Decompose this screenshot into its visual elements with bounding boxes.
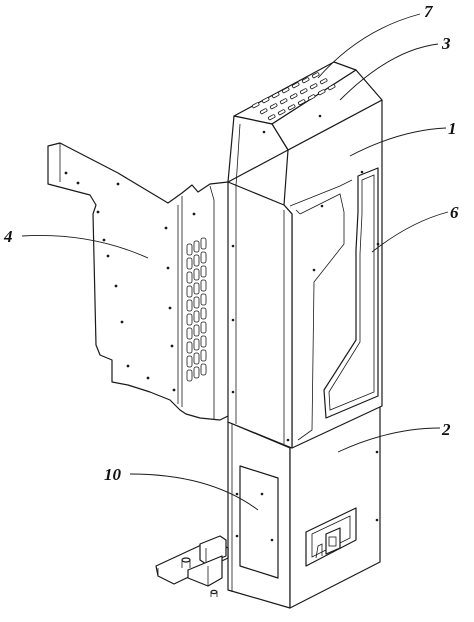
callout-10: 10 [104, 465, 122, 484]
leader-3 [339, 43, 439, 101]
top-housing [227, 61, 383, 187]
top-vent-grille [251, 72, 336, 121]
callout-2: 2 [441, 420, 451, 439]
leader-lines [21, 13, 449, 511]
callout-4: 4 [3, 227, 13, 246]
side-panel [47, 142, 233, 421]
leader-7 [317, 13, 421, 79]
leader-2 [337, 427, 441, 453]
base-cabinet [227, 405, 381, 609]
callout-3: 3 [441, 34, 451, 53]
mounting-bracket [155, 535, 229, 597]
callout-1: 1 [448, 119, 457, 138]
callouts: 7 3 1 6 4 2 10 [3, 2, 459, 484]
vent-slots-left [186, 237, 207, 382]
callout-7: 7 [424, 2, 434, 21]
leader-1 [349, 127, 447, 157]
callout-6: 6 [450, 203, 459, 222]
leader-6 [371, 211, 449, 253]
leader-4 [21, 235, 149, 259]
leader-10 [129, 473, 259, 511]
access-window [239, 465, 279, 579]
